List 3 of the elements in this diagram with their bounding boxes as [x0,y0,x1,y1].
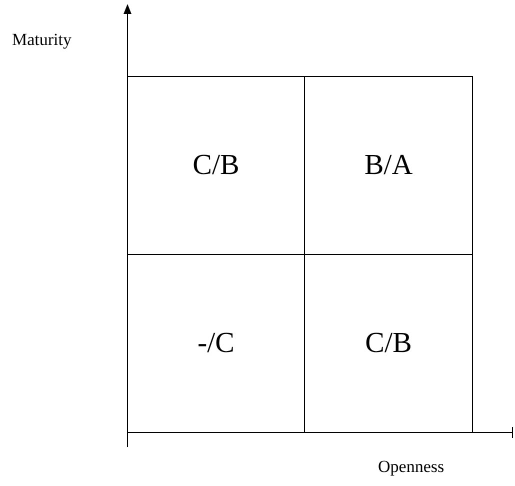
x-axis-label: Openness [378,457,444,477]
y-axis-label: Maturity [12,30,72,50]
matrix-quadrant: B/A [304,76,473,255]
